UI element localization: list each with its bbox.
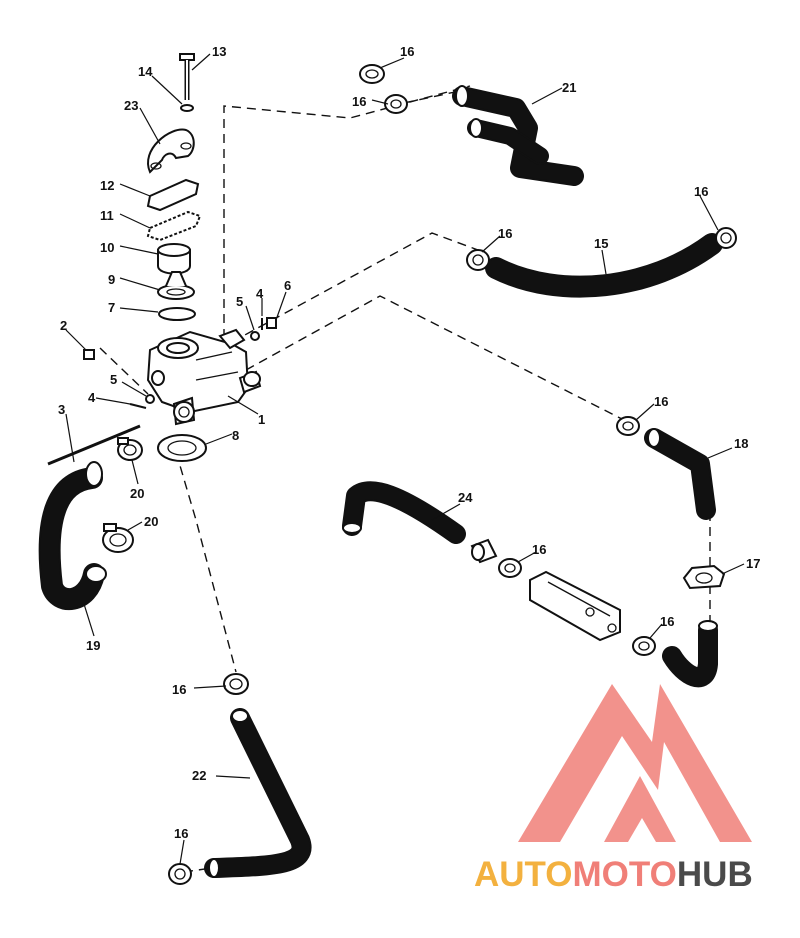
watermark-auto: AUTO (474, 855, 573, 894)
callout-5b: 5 (110, 372, 117, 387)
plug-5a (250, 331, 260, 341)
hose-19 (38, 461, 107, 611)
clamp-16-right (715, 227, 737, 249)
callout-6: 6 (284, 278, 291, 293)
callout-16g: 16 (660, 614, 674, 629)
callout-5a: 5 (236, 294, 243, 309)
housing-10 (157, 243, 191, 275)
callout-7: 7 (108, 300, 115, 315)
callout-16h: 16 (172, 682, 186, 697)
callout-20b: 20 (144, 514, 158, 529)
callout-4a: 4 (256, 286, 264, 301)
callout-16c: 16 (498, 226, 512, 241)
hose-22 (204, 708, 312, 878)
callout-15: 15 (594, 236, 608, 251)
callout-labels: 1 2 3 4 4 5 5 6 7 8 9 10 11 12 13 14 15 … (58, 44, 760, 841)
callout-17: 17 (746, 556, 760, 571)
hose-18 (644, 428, 716, 520)
gasket-11 (146, 210, 202, 242)
callout-3: 3 (58, 402, 65, 417)
hose-21 (452, 85, 584, 186)
clamp-16-g (632, 636, 656, 656)
thermostat-housing-1 (146, 328, 262, 426)
washer-14 (180, 104, 194, 112)
clamp-16-f (498, 558, 522, 578)
leader-lines (65, 53, 745, 865)
callout-19: 19 (86, 638, 100, 653)
callout-4b: 4 (88, 390, 96, 405)
logo-mark (518, 684, 752, 842)
bolt-13 (179, 53, 195, 100)
cover-12 (146, 178, 200, 212)
callout-2: 2 (60, 318, 67, 333)
watermark-logo (518, 684, 752, 842)
coupler (470, 538, 498, 564)
callout-16e: 16 (654, 394, 668, 409)
watermark-hub: HUB (677, 855, 753, 894)
callout-14: 14 (138, 64, 153, 79)
callout-16i: 16 (174, 826, 188, 841)
callout-21: 21 (562, 80, 576, 95)
callout-11: 11 (100, 208, 114, 223)
clamp-20b (102, 523, 134, 553)
callout-9: 9 (108, 272, 115, 287)
callout-13: 13 (212, 44, 226, 59)
screw-4b (129, 403, 147, 409)
clamp-16-e (616, 416, 640, 436)
plug-2 (83, 349, 95, 360)
callout-16b: 16 (352, 94, 366, 109)
callout-16d: 16 (694, 184, 708, 199)
thermostat-9 (157, 271, 195, 300)
clamp-16-i (168, 863, 192, 885)
callout-8: 8 (232, 428, 239, 443)
callout-10: 10 (100, 240, 114, 255)
callout-24: 24 (458, 490, 473, 505)
callout-20a: 20 (130, 486, 144, 501)
hose-24 (342, 481, 466, 544)
svg-text:AUTOMOTOHUB: AUTOMOTOHUB (474, 855, 753, 894)
clamp-16-top2 (384, 94, 408, 114)
plug-5b (145, 394, 155, 404)
valve-assembly (529, 570, 621, 642)
clamp-16-mid (466, 249, 490, 271)
gasket-8 (157, 434, 207, 462)
elbow-hose (662, 620, 718, 688)
seal-7 (158, 307, 196, 321)
hose-15 (485, 233, 723, 298)
callout-16a: 16 (400, 44, 414, 59)
clamp-16-h (223, 673, 249, 695)
clamp-20a (117, 437, 143, 461)
callout-16f: 16 (532, 542, 546, 557)
fitting-6 (266, 317, 277, 329)
rod-3 (47, 424, 141, 466)
clamp-16-top (359, 64, 385, 84)
callout-22: 22 (192, 768, 206, 783)
callout-12: 12 (100, 178, 114, 193)
bracket-17 (682, 564, 726, 590)
callout-18: 18 (734, 436, 748, 451)
callout-1: 1 (258, 412, 265, 427)
routing-lines (99, 85, 717, 873)
callout-23: 23 (124, 98, 138, 113)
watermark-moto: MOTO (573, 855, 677, 894)
